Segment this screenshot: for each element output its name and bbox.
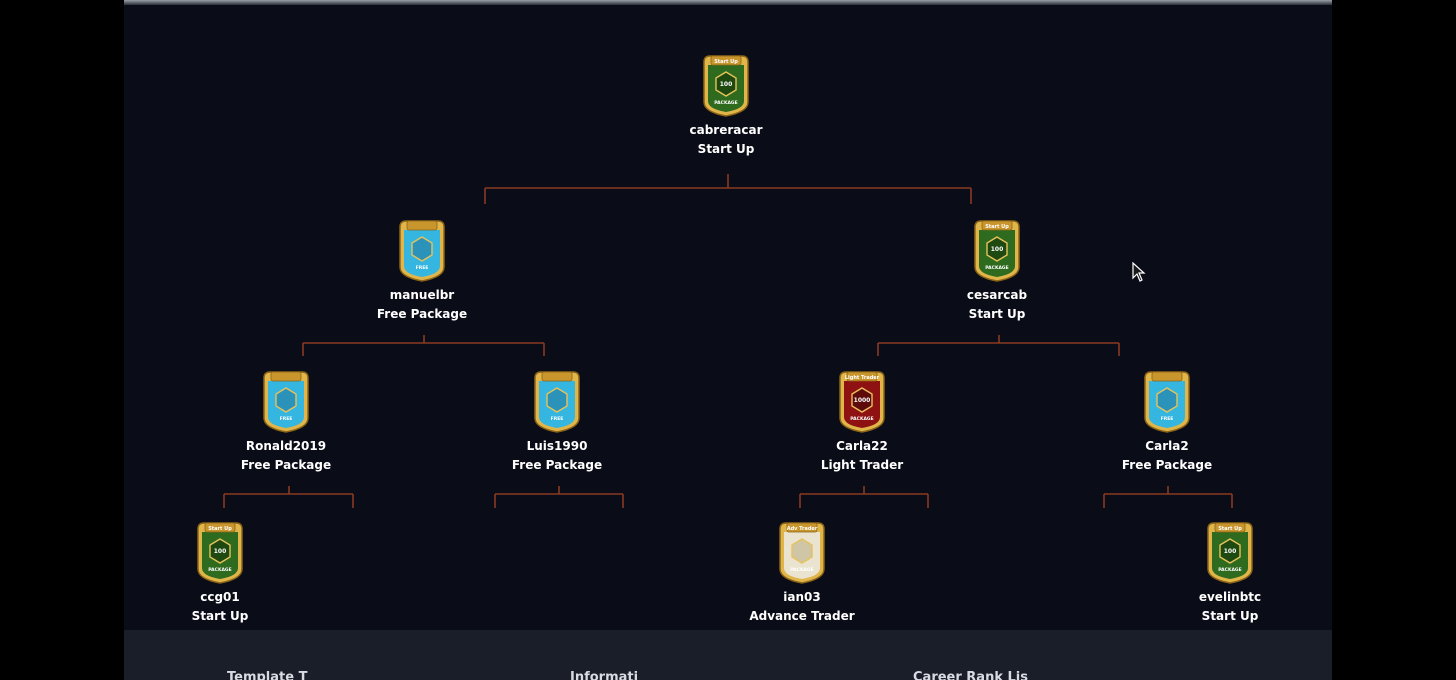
badge-value-text: 100	[991, 246, 1004, 253]
package-badge-icon: FREE	[1144, 371, 1190, 433]
badge-label-text: FREE	[551, 416, 564, 422]
footer-heading: Career Rank Lis	[913, 670, 1028, 680]
node-package: Free Package	[1121, 458, 1213, 472]
badge-label-text: FREE	[280, 416, 293, 422]
package-badge-icon: FREE	[263, 371, 309, 433]
package-badge-icon: FREE	[534, 371, 580, 433]
badge-label-text: FREE	[416, 265, 429, 271]
node-username: cesarcab	[966, 288, 1028, 302]
footer-heading: Informati	[570, 670, 639, 680]
node-package: Light Trader	[820, 458, 904, 472]
badge-banner-text: Start Up	[714, 59, 738, 65]
badge-banner-text: Adv Trader	[787, 526, 818, 532]
badge-label-text: FREE	[1161, 416, 1174, 422]
node-package: Free Package	[240, 458, 332, 472]
badge-banner-text: Start Up	[985, 224, 1009, 230]
window-top-edge	[124, 0, 1332, 5]
node-package: Free Package	[376, 307, 468, 321]
node-username: Carla22	[836, 439, 888, 453]
mouse-pointer-icon	[1132, 262, 1146, 282]
node-username: evelinbtc	[1198, 590, 1262, 604]
node-package: Start Up	[697, 142, 755, 156]
tree-node[interactable]: FREE Luis1990 Free Package	[472, 368, 642, 475]
node-username: ian03	[783, 590, 821, 604]
badge-label-text: PACKAGE	[714, 100, 737, 106]
badge-value-text: 1000	[854, 397, 871, 404]
node-package: Advance Trader	[749, 609, 855, 623]
node-username: manuelbr	[389, 288, 455, 302]
page-footer: Template T Informati Career Rank Lis	[124, 630, 1332, 680]
node-username: cabreracar	[689, 123, 763, 137]
tree-node[interactable]: FREE Carla2 Free Package	[1082, 368, 1252, 475]
node-username: Luis1990	[526, 439, 588, 453]
tree-node[interactable]: FREE Ronald2019 Free Package	[201, 368, 371, 475]
badge-value-text: 100	[720, 81, 733, 88]
badge-value-text: 100	[1224, 548, 1237, 555]
footer-heading: Template T	[227, 670, 308, 680]
badge-banner-text: Start Up	[208, 526, 232, 532]
tree-connectors	[223, 174, 1233, 508]
badge-label-text: PACKAGE	[208, 567, 231, 573]
node-package: Start Up	[191, 609, 249, 623]
node-package: Start Up	[968, 307, 1026, 321]
node-package: Start Up	[1201, 609, 1259, 623]
badge-label-text: PACKAGE	[850, 416, 873, 422]
node-package: Free Package	[511, 458, 603, 472]
badge-label-text: PACKAGE	[790, 567, 813, 573]
node-username: ccg01	[200, 590, 240, 604]
badge-banner-text: Light Trader	[845, 375, 880, 381]
badge-banner-text: Start Up	[1218, 526, 1242, 532]
tree-node[interactable]: FREE manuelbr Free Package	[337, 217, 507, 324]
package-badge-icon: FREE	[399, 220, 445, 282]
badge-label-text: PACKAGE	[985, 265, 1008, 271]
node-username: Ronald2019	[245, 439, 327, 453]
badge-label-text: PACKAGE	[1218, 567, 1241, 573]
node-username: Carla2	[1145, 439, 1189, 453]
badge-value-text: 100	[214, 548, 227, 555]
